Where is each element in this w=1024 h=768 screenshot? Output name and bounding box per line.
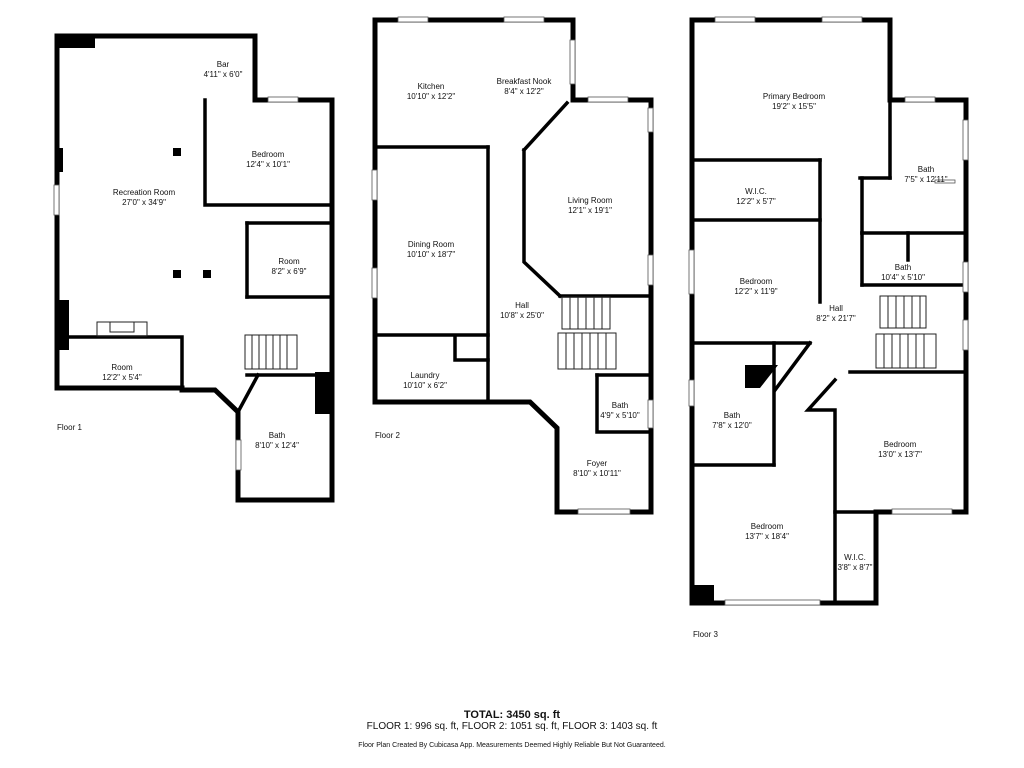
room-name: Room (111, 363, 133, 372)
floor-2-labels: Kitchen 10'10" x 12'2" Breakfast Nook 8'… (375, 77, 640, 478)
room-name: Bath (724, 411, 740, 420)
floor-3-labels: Primary Bedroom 19'2" x 15'5" Bath 7'5" … (693, 92, 948, 639)
floor-areas: FLOOR 1: 996 sq. ft, FLOOR 2: 1051 sq. f… (366, 721, 658, 732)
room-dims: 10'8" x 25'0" (500, 311, 544, 320)
room-name: Kitchen (418, 82, 445, 91)
room-name: Hall (515, 301, 529, 310)
room-dims: 7'5" x 12'11" (904, 175, 947, 184)
room-dims: 12'2" x 5'4" (102, 373, 142, 382)
room-name: W.I.C. (844, 553, 866, 562)
room-name: Bath (895, 263, 911, 272)
floor-2-plan (371, 16, 654, 515)
room-dims: 10'10" x 6'2" (403, 381, 447, 390)
floor-2-stairs (557, 296, 617, 370)
room-dims: 10'4" x 5'10" (881, 273, 925, 282)
room-dims: 8'2" x 21'7" (816, 314, 856, 323)
room-dims: 19'2" x 15'5" (772, 102, 816, 111)
room-dims: 8'10" x 10'11" (573, 469, 621, 478)
floor-label: Floor 3 (693, 630, 718, 639)
floor-3-stairs (875, 295, 937, 369)
total-area: TOTAL: 3450 sq. ft (463, 709, 561, 721)
room-name: Dining Room (408, 240, 455, 249)
floor-1-labels: Bar 4'11" x 6'0" Bedroom 12'4" x 10'1" R… (57, 60, 307, 450)
room-name: Bedroom (740, 277, 773, 286)
room-dims: 13'7" x 18'4" (745, 532, 789, 541)
room-dims: 4'9" x 5'10" (600, 411, 640, 420)
room-name: Primary Bedroom (763, 92, 826, 101)
room-name: Bath (269, 431, 285, 440)
room-dims: 8'4" x 12'2" (504, 87, 544, 96)
floor-3-plan (688, 16, 969, 606)
room-dims: 10'10" x 18'7" (407, 250, 455, 259)
room-dims: 12'2" x 11'9" (734, 287, 777, 296)
room-name: Room (278, 257, 300, 266)
floor-label: Floor 2 (375, 431, 400, 440)
floor-plan-drawing: Bar 4'11" x 6'0" Bedroom 12'4" x 10'1" R… (53, 16, 969, 639)
room-name: Bedroom (252, 150, 285, 159)
room-dims: 4'11" x 6'0" (204, 70, 243, 79)
room-dims: 13'0" x 13'7" (878, 450, 922, 459)
room-name: Recreation Room (113, 188, 176, 197)
room-name: Bedroom (751, 522, 784, 531)
disclaimer: Floor Plan Created By Cubicasa App. Meas… (358, 742, 666, 749)
room-dims: 12'4" x 10'1" (246, 160, 290, 169)
room-dims: 8'2" x 6'9" (272, 267, 307, 276)
room-dims: 7'8" x 12'0" (712, 421, 752, 430)
room-name: Laundry (411, 371, 440, 380)
room-name: Breakfast Nook (497, 77, 553, 86)
room-dims: 12'2" x 5'7" (736, 197, 776, 206)
room-name: W.I.C. (745, 187, 767, 196)
room-dims: 27'0" x 34'9" (122, 198, 166, 207)
room-dims: 8'10" x 12'4" (255, 441, 299, 450)
room-name: Foyer (587, 459, 608, 468)
room-dims: 12'1" x 19'1" (568, 206, 612, 215)
room-dims: 3'8" x 8'7" (838, 563, 873, 572)
room-name: Living Room (568, 196, 613, 205)
floor-label: Floor 1 (57, 423, 82, 432)
room-name: Bedroom (884, 440, 917, 449)
floor-1-plan (53, 33, 335, 503)
room-name: Bar (217, 60, 230, 69)
floor-1-stairs (244, 334, 298, 370)
room-name: Bath (612, 401, 628, 410)
room-dims: 10'10" x 12'2" (407, 92, 455, 101)
room-name: Bath (918, 165, 934, 174)
room-name: Hall (829, 304, 843, 313)
